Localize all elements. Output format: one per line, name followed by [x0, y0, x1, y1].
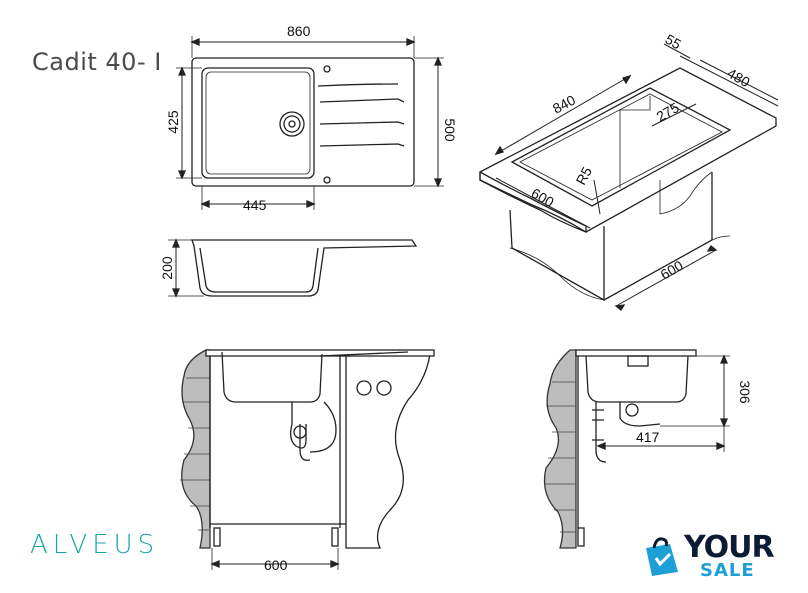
- top-view-outline: [191, 57, 415, 187]
- dim-radius: R5: [573, 164, 596, 188]
- dim-side-height: 306: [737, 380, 753, 404]
- brick-wall: [543, 349, 577, 549]
- sink-cutout: [510, 87, 732, 207]
- badge-line2: SALE: [700, 560, 755, 581]
- tap-hole-icon: [323, 65, 331, 73]
- product-title: Cadit 40- I: [32, 48, 162, 76]
- dim-top-width: 860: [287, 23, 311, 39]
- dim-cabinet-front: 600: [264, 557, 288, 573]
- dim-cutout-length: 840: [550, 91, 578, 116]
- brand-logo: ALVEUS: [30, 530, 160, 560]
- dim-top-depth: 500: [442, 118, 458, 142]
- worktop: [479, 67, 777, 233]
- isometric-view: [479, 43, 779, 311]
- side-section: [543, 349, 730, 549]
- dim-bowl-height: 200: [159, 256, 175, 280]
- dim-bowl-depth: 425: [165, 110, 181, 134]
- dim-edge-offset: 55: [663, 31, 685, 53]
- badge-line1: YOUR: [684, 530, 775, 565]
- top-view: [176, 36, 444, 210]
- drain-icon: [279, 111, 305, 137]
- bowl-outline: [201, 67, 315, 179]
- dim-cabinet-depth-iso: 600: [658, 257, 686, 283]
- side-profile: [168, 238, 418, 298]
- dim-bowl-width: 445: [243, 197, 267, 213]
- dim-cutout-width: 480: [725, 65, 753, 91]
- shopping-bag-icon: [646, 537, 678, 576]
- waste-trap: [290, 402, 311, 461]
- dim-side-depth: 417: [636, 429, 660, 445]
- front-section: [180, 349, 435, 570]
- dimension-labels: 860 500 425 445 200 840 55 480 275 R5 60…: [159, 23, 753, 573]
- service-hole-icon: [356, 380, 372, 396]
- brick-wall: [181, 349, 211, 549]
- service-hole-icon: [376, 380, 392, 396]
- yoursale-badge: YOUR SALE: [640, 530, 790, 581]
- drainer-grooves: [317, 83, 405, 147]
